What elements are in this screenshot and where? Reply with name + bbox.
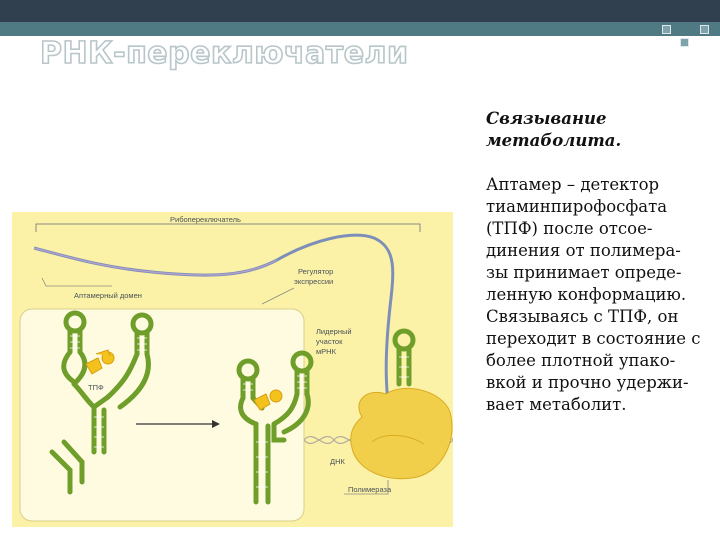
body-line: динения от полимера- [486,240,718,262]
subtitle-line: метаболита. [486,130,718,152]
polymerase-label: Полимераза [348,485,392,494]
body-line: зы принимает опреде- [486,262,718,284]
header-square-decoration [700,25,709,34]
tpp-label: ТПФ [88,383,104,392]
header-square-decoration [680,38,689,47]
dna-label: ДНК [330,457,345,466]
body-line: переходит в состояние с [486,328,718,350]
leader-hairpin [395,331,413,384]
description-subtitle: Связывание метаболита. [486,108,718,152]
description-block: Связывание метаболита. Аптамер – детекто… [486,108,718,416]
header-accent-bar [0,22,720,36]
slide-title: РНК-переключатели [40,36,409,71]
leader-label-line3: мРНК [316,347,337,356]
header-square-decoration [662,25,671,34]
riboswitch-diagram: Рибопереключатель Аптамерный домен Регул… [12,212,453,527]
subtitle-line: Связывание [486,108,718,130]
body-line: Связываясь с ТПФ, он [486,306,718,328]
header-bar [0,0,720,22]
regulator-pointer [262,288,294,304]
regulator-label-line1: Регулятор [298,267,333,276]
polymerase-shape [351,388,452,478]
body-line: тиаминпирофосфата [486,196,718,218]
aptamer-domain-label: Аптамерный домен [74,291,142,300]
leader-label-line2: участок [316,337,343,346]
body-line: ленную конформацию. [486,284,718,306]
riboswitch-figure: Рибопереключатель Аптамерный домен Регул… [12,212,453,527]
leader-label-line1: Лидерный [316,327,352,336]
riboswitch-label: Рибопереключатель [170,215,241,224]
aptamer-pointer [42,278,112,286]
body-line: вкой и прочно удержи- [486,372,718,394]
description-body: Аптамер – детектор тиаминпирофосфата (ТП… [486,174,718,416]
inset-box [20,309,304,521]
body-line: (ТПФ) после отсое- [486,218,718,240]
body-line: более плотной упако- [486,350,718,372]
regulator-label-line2: экспрессии [294,277,333,286]
body-line: Аптамер – детектор [486,174,718,196]
body-line: вает метаболит. [486,394,718,416]
riboswitch-bracket [36,224,420,232]
